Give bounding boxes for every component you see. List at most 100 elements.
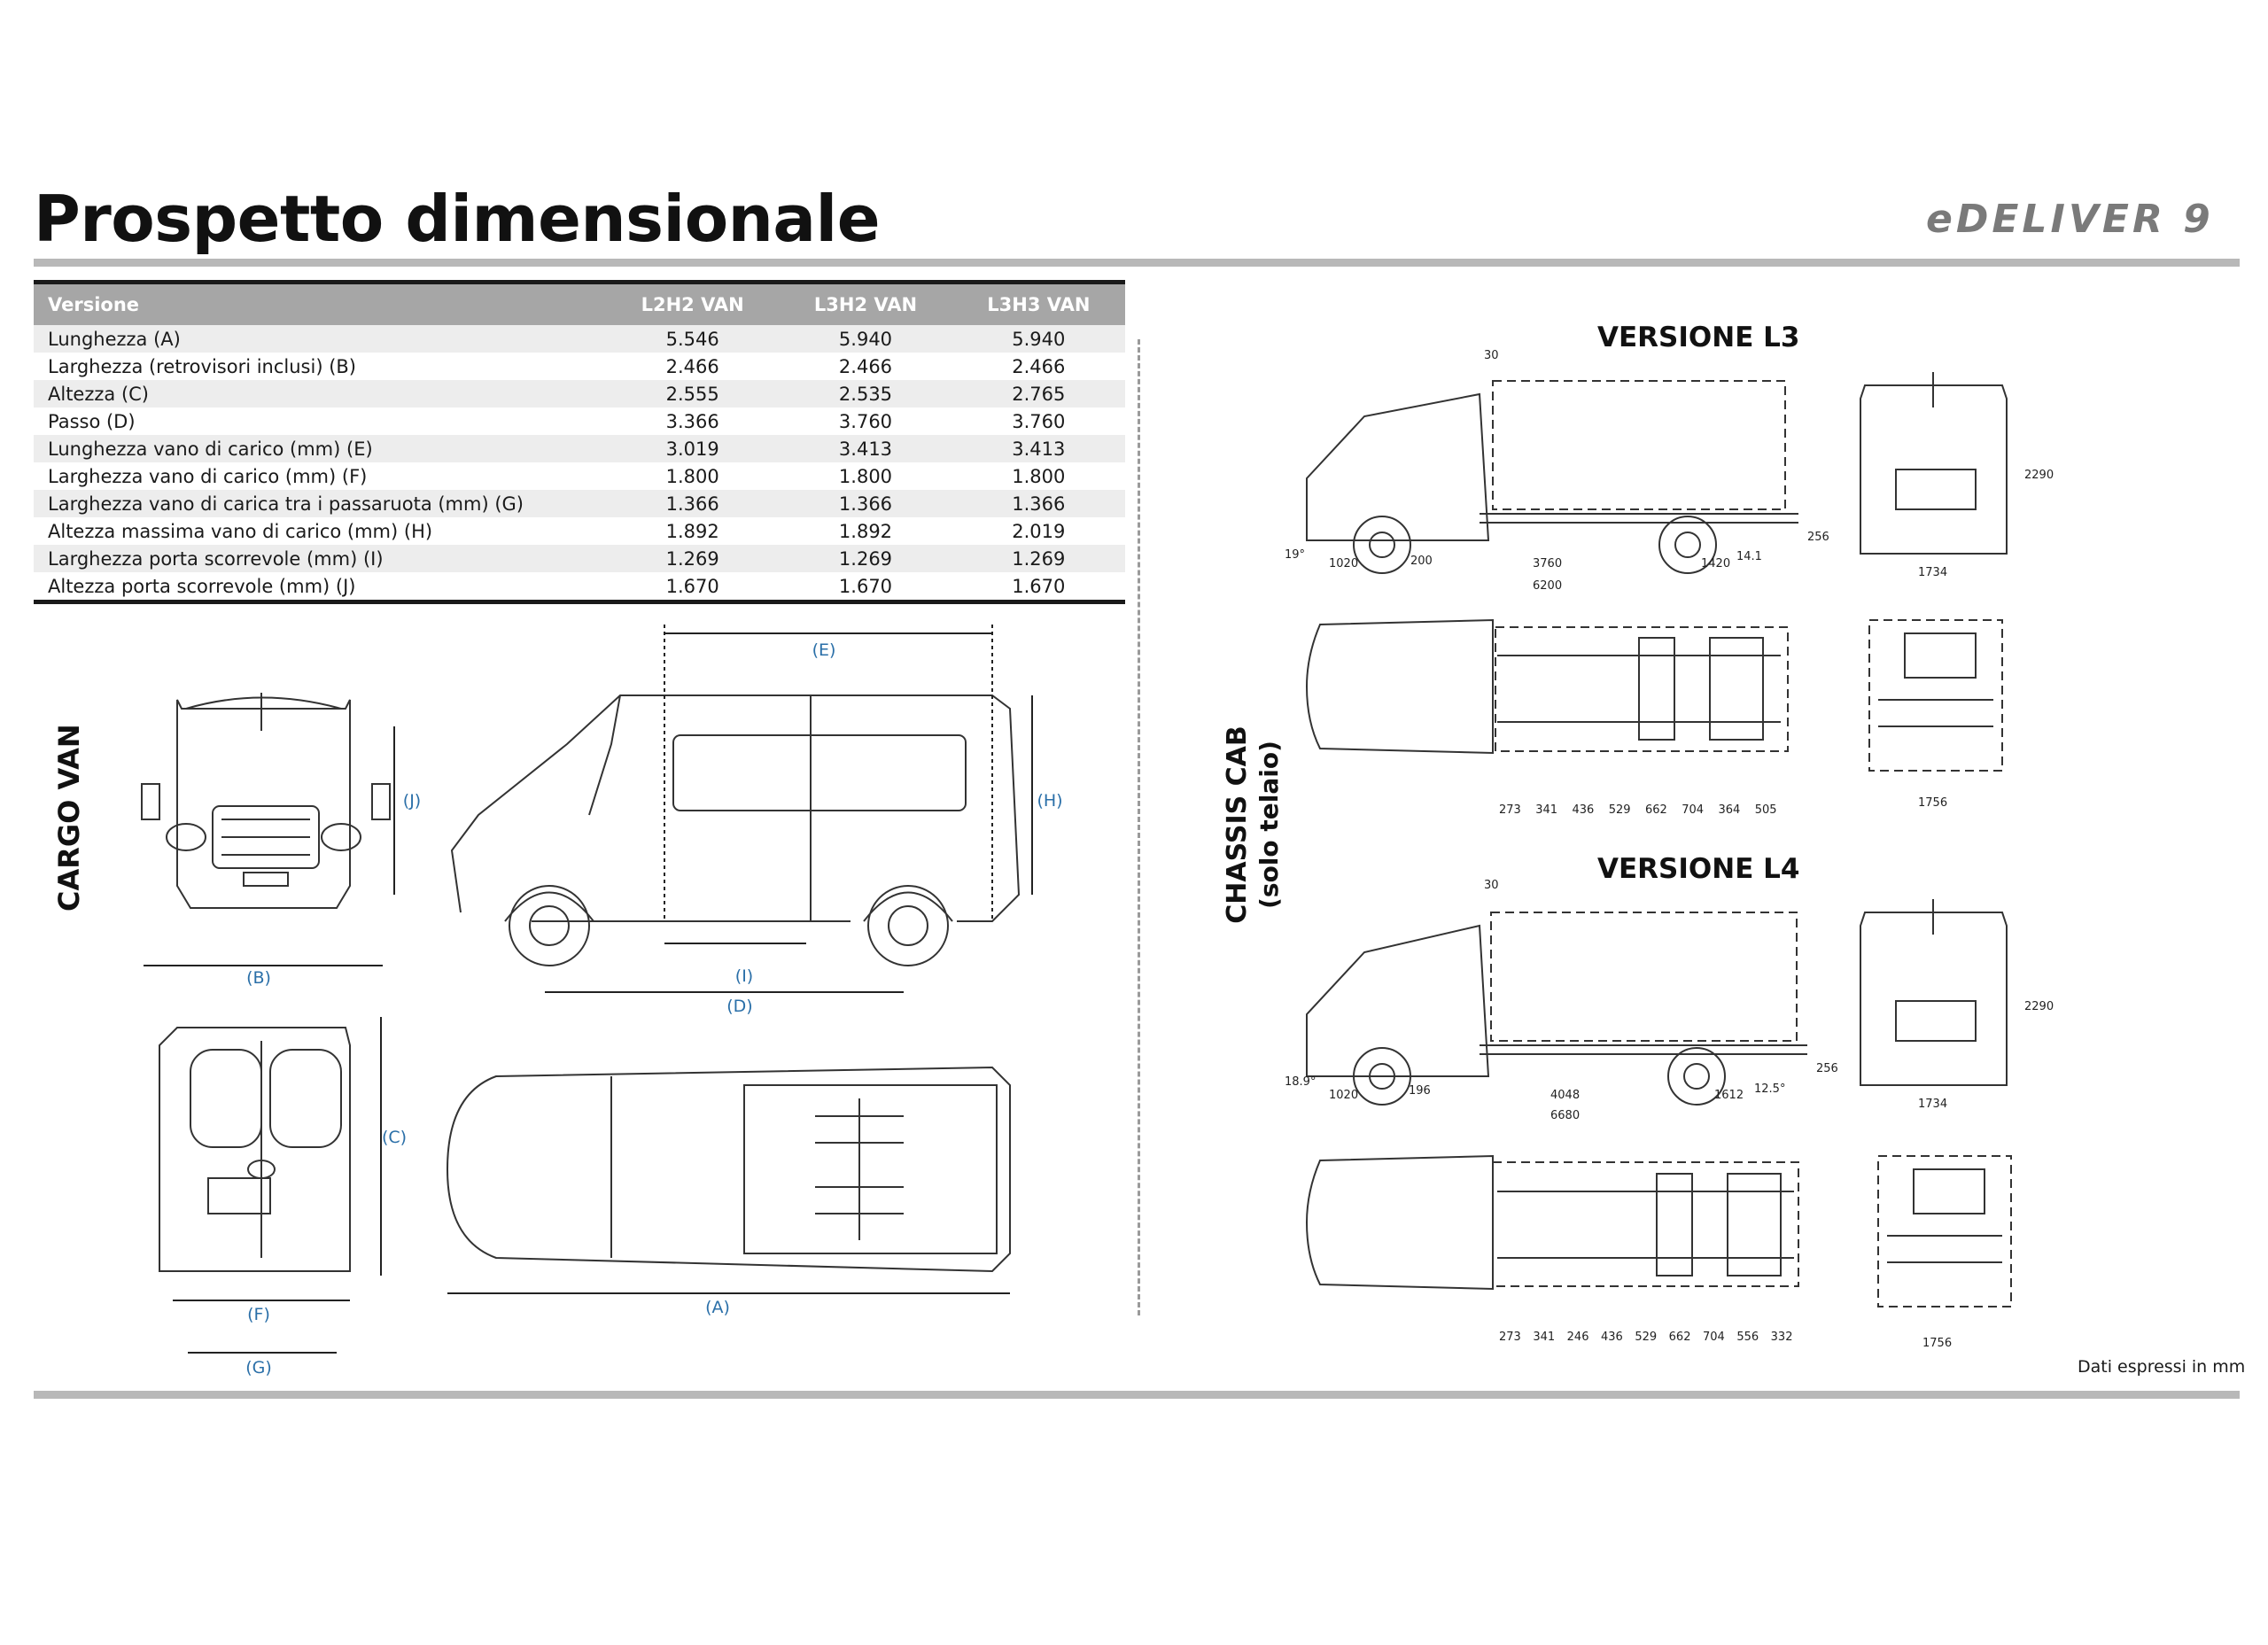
l3-total-length: 6200 (1533, 579, 1562, 593)
chassis-l3-drawings: 30 19° 1020 200 3760 1420 14.1 6200 256 … (1285, 349, 2054, 817)
l4-height: 2290 (2024, 1000, 2054, 1013)
dim-i-label: (I) (735, 966, 753, 986)
brand-logo-text: eDELIVER 9 (1926, 197, 2214, 242)
row-value: 2.555 (665, 383, 719, 405)
row-value: 1.892 (665, 520, 719, 542)
row-value: 3.760 (838, 410, 893, 432)
row-value: 1.269 (1012, 547, 1066, 570)
row-value: 1.670 (951, 572, 1125, 604)
van-top-view-drawing (446, 1066, 1011, 1273)
l4-frame-dim: 704 (1703, 1331, 1725, 1344)
l3-ground: 256 (1807, 531, 1829, 544)
page-title: Prospetto dimensionale (34, 182, 881, 256)
l4-front-view-drawing (1860, 899, 2008, 1086)
row-label: Larghezza vano di carico (mm) (F) (48, 465, 368, 487)
l4-frame-dim: 341 (1533, 1331, 1555, 1344)
dim-h-label: (H) (1037, 791, 1062, 811)
units-footnote: Dati espressi in mm (2078, 1357, 2246, 1377)
l3-front-width: 1734 (1918, 566, 1947, 579)
row-value: 1.366 (665, 493, 719, 515)
row-label: Altezza porta scorrevole (mm) (J) (34, 572, 606, 604)
table-header-cell: L3H2 VAN (779, 280, 952, 325)
l4-rear-view-drawing (1877, 1155, 2012, 1307)
l3-side-view-drawing (1306, 380, 1798, 574)
l4-front-overhang: 1020 (1329, 1089, 1358, 1102)
l3-frame-dim: 529 (1609, 803, 1631, 817)
cargo-dimension-lines (144, 625, 1033, 1354)
brand-logo: eDELIVER 9 (1926, 197, 2214, 242)
van-front-view-drawing (141, 693, 391, 909)
l4-front-width: 1734 (1918, 1098, 1947, 1111)
version-l3-title: VERSIONE L3 (1597, 322, 1800, 353)
table-row: Altezza massima vano di carico (mm) (H) 1… (34, 517, 1125, 545)
l3-frame-dim: 662 (1645, 803, 1667, 817)
l4-frame-dim: 246 (1567, 1331, 1589, 1344)
l4-frame-dim: 436 (1601, 1331, 1623, 1344)
l3-frame-dim: 436 (1573, 803, 1595, 817)
row-value: 1.892 (838, 520, 893, 542)
l3-gap: 200 (1410, 555, 1433, 568)
l3-frame-dim: 364 (1719, 803, 1741, 817)
van-side-view-drawing (450, 694, 1021, 966)
chassis-l4-drawings: 30 18.9° 1020 196 4048 1612 12.5° 6680 2… (1285, 879, 2054, 1350)
l4-side-view-drawing (1306, 912, 1807, 1106)
l3-frame-dim: 704 (1682, 803, 1704, 817)
l4-frame-dim: 556 (1736, 1331, 1759, 1344)
dim-g-label: (G) (245, 1358, 272, 1377)
dim-e-label: (E) (812, 640, 836, 660)
table-row: Lunghezza vano di carico (mm) (E) 3.019 3.… (34, 435, 1125, 462)
l3-front-angle: 19° (1285, 548, 1305, 562)
table-header-row: Versione L2H2 VAN L3H2 VAN L3H3 VAN (34, 280, 1125, 325)
row-label: Altezza (C) (48, 383, 149, 405)
l4-frame-dim: 273 (1499, 1331, 1521, 1344)
row-value: 1.269 (665, 547, 719, 570)
l4-rear-angle: 12.5° (1754, 1082, 1785, 1096)
l3-frame-dim: 341 (1535, 803, 1557, 817)
section-divider (1138, 339, 1140, 1315)
row-value: 3.019 (665, 438, 719, 460)
l4-rear-width: 1756 (1922, 1337, 1952, 1350)
row-value: 1.269 (838, 547, 893, 570)
dim-c-label: (C) (382, 1128, 407, 1147)
dim-a-label: (A) (705, 1298, 730, 1317)
l4-offset: 30 (1484, 879, 1499, 892)
l3-rear-angle: 14.1 (1736, 550, 1762, 563)
l3-wheelbase: 3760 (1533, 557, 1562, 570)
l4-rear-overhang: 1612 (1714, 1089, 1744, 1102)
spec-table: Versione L2H2 VAN L3H2 VAN L3H3 VAN Lung… (34, 280, 1125, 604)
dim-b-label: (B) (246, 968, 271, 988)
row-value: 2.765 (1012, 383, 1066, 405)
dim-j-label: (J) (403, 791, 421, 811)
row-value: 2.019 (1012, 520, 1066, 542)
l3-top-view-drawing (1305, 618, 1789, 755)
row-value: 1.366 (838, 493, 893, 515)
dim-f-label: (F) (247, 1305, 270, 1324)
table-header-cell: L3H3 VAN (951, 280, 1125, 325)
row-value: 1.366 (1012, 493, 1066, 515)
table-header-cell: L2H2 VAN (606, 280, 780, 325)
l3-frame-dim: 505 (1755, 803, 1777, 817)
l4-front-angle: 18.9° (1285, 1075, 1316, 1089)
l4-top-view-drawing (1305, 1154, 1799, 1291)
row-label: Larghezza (retrovisori inclusi) (B) (48, 355, 356, 377)
table-header-cell: Versione (34, 280, 606, 325)
l3-rear-view-drawing (1868, 619, 2003, 772)
row-label: Lunghezza vano di carico (mm) (E) (48, 438, 373, 460)
table-row: Larghezza porta scorrevole (mm) (I)1.269… (34, 545, 1125, 572)
row-value: 1.800 (1012, 465, 1066, 487)
l4-frame-dim: 529 (1635, 1331, 1657, 1344)
row-value: 2.466 (1012, 355, 1066, 377)
l3-frame-dim: 273 (1499, 803, 1521, 817)
l3-front-overhang: 1020 (1329, 557, 1358, 570)
row-value: 5.546 (665, 328, 719, 350)
footer-rule (34, 1391, 2240, 1399)
header-rule (34, 259, 2240, 267)
row-value: 3.413 (838, 438, 893, 460)
row-label: Altezza massima vano di carico (mm) (H) (48, 520, 433, 542)
van-rear-view-drawing (159, 1027, 351, 1272)
